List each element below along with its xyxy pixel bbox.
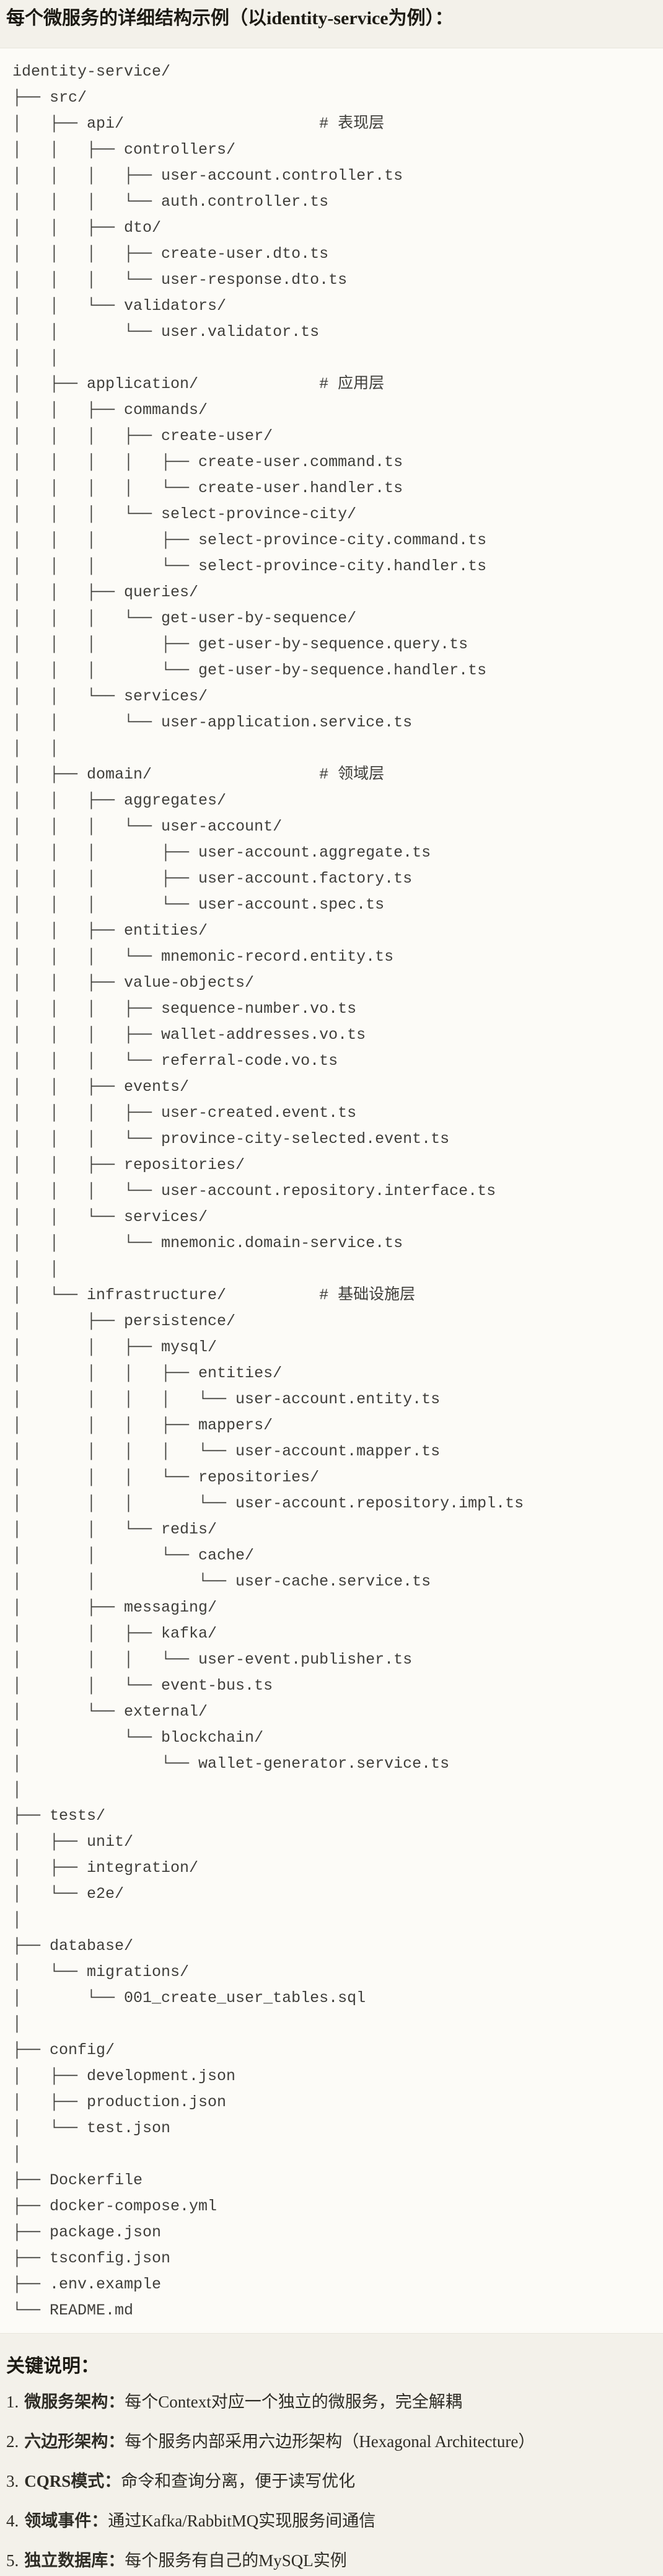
- code-block: identity-service/ ├── src/ │ ├── api/ # …: [0, 48, 663, 2334]
- notes-heading: 关键说明：: [6, 2356, 99, 2376]
- note-item: 3. CQRS模式：命令和查询分离，便于读写优化: [6, 2469, 656, 2494]
- note-item: 1. 微服务架构：每个Context对应一个独立的微服务，完全解耦: [6, 2389, 656, 2414]
- note-text: 命令和查询分离，便于读写优化: [121, 2472, 356, 2490]
- note-number: 5.: [6, 2551, 19, 2570]
- note-separator: ：: [108, 2432, 125, 2451]
- page-title: 每个微服务的详细结构示例（以identity-service为例）：: [6, 8, 454, 29]
- note-item: 5. 独立数据库：每个服务有自己的MySQL实例: [6, 2548, 656, 2573]
- note-number: 4.: [6, 2512, 19, 2530]
- note-item: 2. 六边形架构：每个服务内部采用六边形架构（Hexagonal Architec…: [6, 2429, 656, 2454]
- note-label: CQRS模式: [24, 2472, 105, 2490]
- note-separator: ：: [108, 2551, 125, 2570]
- notes-list: 1.微服务架构：每个Context对应一个独立的微服务，完全解耦 2.六边形架构…: [6, 2389, 656, 2576]
- note-separator: ：: [108, 2393, 125, 2411]
- note-label: 六边形架构: [24, 2432, 108, 2451]
- note-number: 1.: [6, 2393, 19, 2411]
- note-label: 独立数据库: [24, 2551, 108, 2570]
- note-text: 每个Context对应一个独立的微服务，完全解耦: [125, 2393, 462, 2411]
- note-number: 3.: [6, 2472, 19, 2490]
- note-number: 2.: [6, 2432, 19, 2451]
- notes-section: 关键说明： 1.微服务架构：每个Context对应一个独立的微服务，完全解耦 2…: [0, 2334, 663, 2576]
- note-label: 领域事件: [24, 2512, 92, 2530]
- note-text: 每个服务内部采用六边形架构（Hexagonal Architecture）: [125, 2432, 535, 2451]
- note-separator: ：: [91, 2512, 108, 2530]
- note-text: 每个服务有自己的MySQL实例: [125, 2551, 347, 2570]
- note-separator: ：: [104, 2472, 121, 2490]
- note-label: 微服务架构: [24, 2393, 108, 2411]
- note-item: 4. 领域事件：通过Kafka/RabbitMQ实现服务间通信: [6, 2508, 656, 2533]
- note-text: 通过Kafka/RabbitMQ实现服务间通信: [108, 2512, 376, 2530]
- directory-tree: identity-service/ ├── src/ │ ├── api/ # …: [12, 63, 524, 2319]
